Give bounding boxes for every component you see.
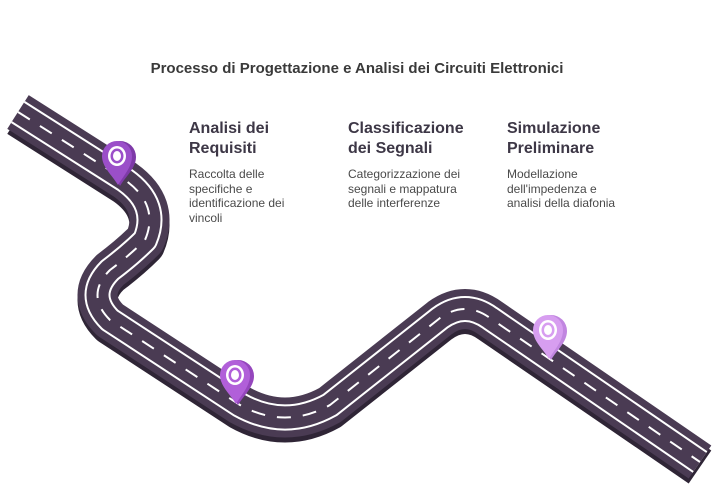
step-description: Modellazione dell'impedenza e analisi de… (507, 167, 616, 210)
map-pin-icon (220, 360, 254, 405)
step-description: Categorizzazione dei segnali e mappatura… (348, 167, 461, 210)
step-title: Simulazione Preliminare (507, 119, 637, 159)
step-classificazione-segnali: Classificazione dei Segnali Categorizzaz… (348, 119, 478, 211)
step-simulazione-preliminare: Simulazione Preliminare Modellazione del… (507, 119, 637, 211)
step-title-line: Analisi dei (189, 120, 270, 137)
step-title-line: Requisiti (189, 140, 257, 157)
step-title-line: Preliminare (507, 140, 595, 157)
map-pin-icon (533, 315, 567, 360)
step-analisi-requisiti: Analisi dei Requisiti Raccolta delle spe… (189, 119, 319, 225)
diagram-title: Processo di Progettazione e Analisi dei … (150, 60, 564, 77)
step-title-line: dei Segnali (348, 140, 433, 157)
step-description: Raccolta delle specifiche e identificazi… (189, 167, 285, 225)
step-title-line: Classificazione (348, 120, 464, 137)
map-pin-icon (102, 141, 136, 186)
step-title: Classificazione dei Segnali (348, 119, 478, 159)
step-title-line: Simulazione (507, 120, 601, 137)
step-title: Analisi dei Requisiti (189, 119, 319, 159)
